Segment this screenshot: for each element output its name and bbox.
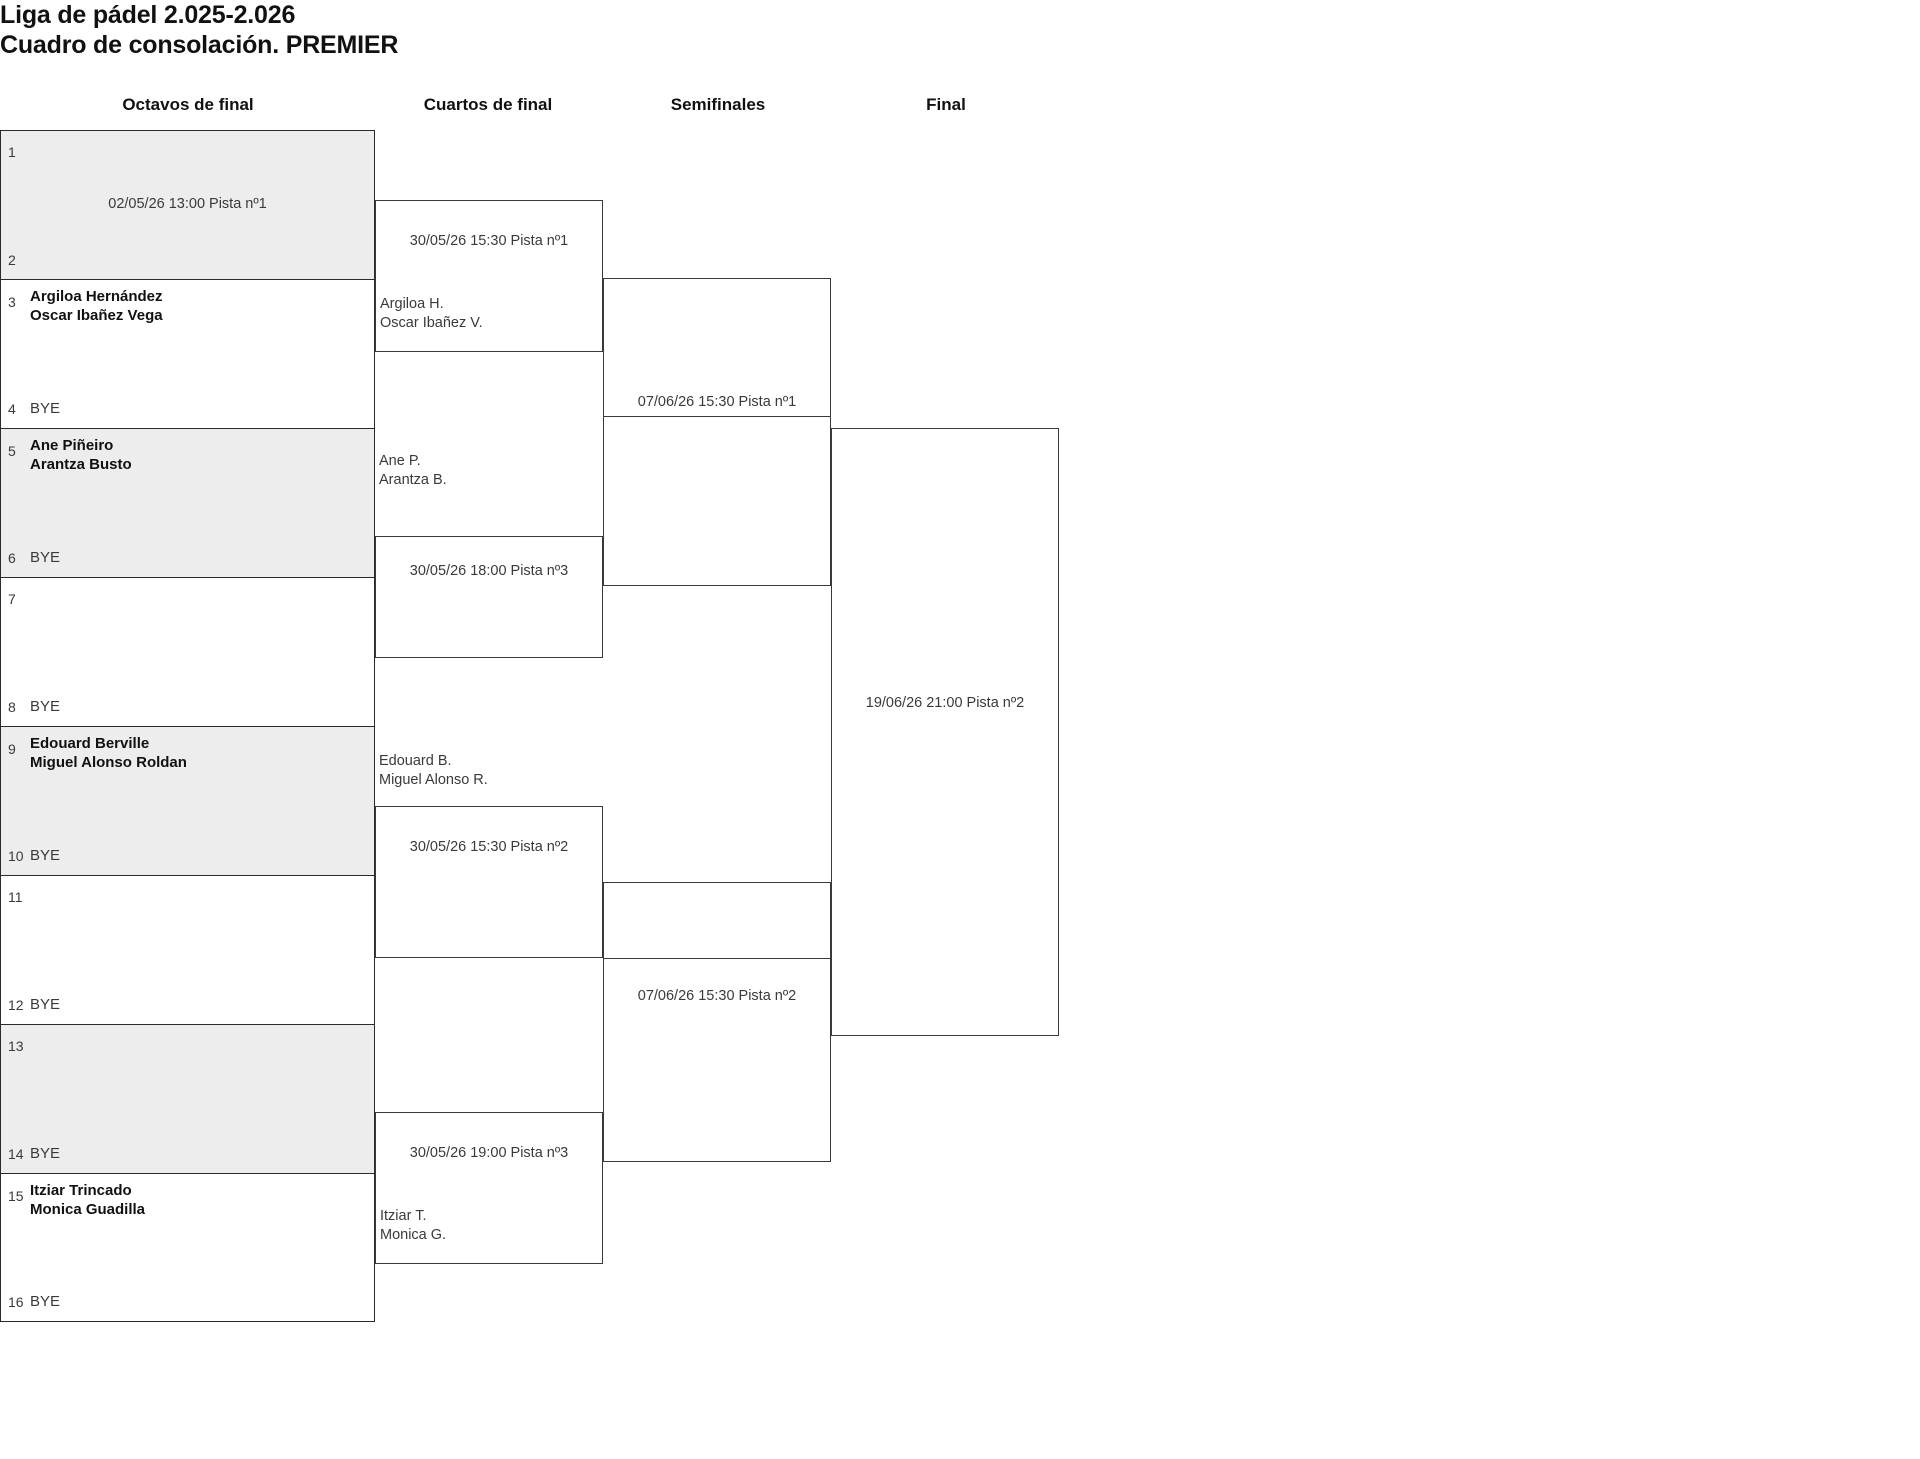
r16-band-4[interactable]: 7 8 BYE bbox=[0, 577, 375, 726]
r16-slot-1[interactable]: 1 bbox=[1, 139, 374, 161]
qf-winner-1: Argiloa H. Oscar Ibañez V. bbox=[380, 295, 483, 332]
qf-box-2[interactable]: 30/05/26 18:00 Pista nº3 bbox=[375, 536, 603, 658]
seed-number: 2 bbox=[8, 252, 16, 268]
r16-slot-7[interactable]: 7 bbox=[1, 586, 374, 608]
bye-label: BYE bbox=[30, 698, 61, 715]
sf-date-1: 07/06/26 15:30 Pista nº1 bbox=[637, 394, 797, 410]
r16-slot-10[interactable]: 10 BYE bbox=[1, 843, 374, 865]
r16-band-7[interactable]: 13 14 BYE bbox=[0, 1024, 375, 1173]
seed-number: 4 bbox=[8, 401, 16, 417]
seed-number: 5 bbox=[8, 443, 16, 459]
seed-number: 7 bbox=[8, 591, 16, 607]
bye-label: BYE bbox=[30, 996, 61, 1013]
qf-winner-3-line1: Edouard B. bbox=[379, 753, 452, 769]
qf-winner-1-line1: Argiloa H. bbox=[380, 296, 444, 312]
qf-connector-1 bbox=[603, 416, 831, 417]
r16-band-6[interactable]: 11 12 BYE bbox=[0, 875, 375, 1024]
seed-number: 6 bbox=[8, 550, 16, 566]
seed-number: 13 bbox=[8, 1038, 24, 1054]
seed-number: 10 bbox=[8, 848, 24, 864]
r16-slot-14[interactable]: 14 BYE bbox=[1, 1141, 374, 1163]
qf-winner-1-line2: Oscar Ibañez V. bbox=[380, 314, 483, 331]
r16-slot-2[interactable]: 2 bbox=[1, 247, 374, 269]
qf-winner-4: Itziar T. Monica G. bbox=[380, 1207, 446, 1244]
r16-slot-4[interactable]: 4 BYE bbox=[1, 396, 374, 418]
qf-date-3: 30/05/26 15:30 Pista nº2 bbox=[409, 839, 569, 855]
final-date: 19/06/26 21:00 Pista nº2 bbox=[865, 695, 1025, 711]
bye-label: BYE bbox=[30, 549, 61, 566]
title-line-2: Cuadro de consolación. PREMIER bbox=[0, 31, 399, 59]
title-line-1: Liga de pádel 2.025-2.026 bbox=[0, 1, 296, 29]
qf-box-3[interactable]: 30/05/26 15:30 Pista nº2 bbox=[375, 806, 603, 958]
seed-number: 11 bbox=[8, 889, 23, 905]
qf-winner-4-line1: Itziar T. bbox=[380, 1208, 427, 1224]
round-header-final: Final bbox=[926, 95, 966, 114]
seed-number: 16 bbox=[8, 1294, 24, 1310]
round-header-semifinales: Semifinales bbox=[670, 95, 766, 114]
bye-label: BYE bbox=[30, 1145, 61, 1162]
player-name: Argiloa Hernández bbox=[30, 288, 163, 305]
page-title: Liga de pádel 2.025-2.026 Cuadro de cons… bbox=[0, 0, 900, 60]
qf-winner-2: Ane P. Arantza B. bbox=[379, 452, 447, 489]
seed-number: 14 bbox=[8, 1146, 24, 1162]
qf-box-4[interactable]: 30/05/26 19:00 Pista nº3 Itziar T. Monic… bbox=[375, 1112, 603, 1264]
seed-number: 15 bbox=[8, 1188, 24, 1204]
player-name: Edouard Berville bbox=[30, 735, 150, 752]
qf-winner-2-line2: Arantza B. bbox=[379, 471, 447, 488]
player-name: Monica Guadilla bbox=[30, 1200, 146, 1218]
r16-slot-11[interactable]: 11 bbox=[1, 884, 374, 906]
r16-slot-12[interactable]: 12 BYE bbox=[1, 992, 374, 1014]
qf-winner-3: Edouard B. Miguel Alonso R. bbox=[379, 752, 488, 789]
r16-band-1[interactable]: 1 2 02/05/26 13:00 Pista nº1 bbox=[0, 130, 375, 279]
r16-slot-13[interactable]: 13 bbox=[1, 1033, 374, 1055]
bye-label: BYE bbox=[30, 1293, 61, 1310]
qf-date-4: 30/05/26 19:00 Pista nº3 bbox=[409, 1145, 569, 1161]
qf-date-1: 30/05/26 15:30 Pista nº1 bbox=[409, 233, 569, 249]
sf-box-1[interactable]: 07/06/26 15:30 Pista nº1 bbox=[603, 278, 831, 586]
seed-number: 12 bbox=[8, 997, 24, 1013]
final-box[interactable]: 19/06/26 21:00 Pista nº2 bbox=[831, 428, 1059, 1036]
seed-number: 3 bbox=[8, 294, 16, 310]
r16-slot-16[interactable]: 16 BYE bbox=[1, 1289, 374, 1311]
seed-number: 8 bbox=[8, 699, 16, 715]
player-name: Miguel Alonso Roldan bbox=[30, 753, 187, 771]
round-header-cuartos: Cuartos de final bbox=[423, 95, 553, 114]
seed-number: 1 bbox=[8, 144, 16, 160]
player-name: Itziar Trincado bbox=[30, 1182, 132, 1199]
r16-match-date: 02/05/26 13:00 Pista nº1 bbox=[108, 195, 267, 212]
qf-connector-3 bbox=[603, 958, 831, 959]
r16-slot-8[interactable]: 8 BYE bbox=[1, 694, 374, 716]
player-name: Oscar Ibañez Vega bbox=[30, 306, 163, 324]
sf-box-2[interactable]: 07/06/26 15:30 Pista nº2 bbox=[603, 882, 831, 1162]
player-name: Ane Piñeiro bbox=[30, 437, 114, 454]
qf-winner-3-line2: Miguel Alonso R. bbox=[379, 771, 488, 788]
bye-label: BYE bbox=[30, 400, 61, 417]
r16-slot-6[interactable]: 6 BYE bbox=[1, 545, 374, 567]
sf-date-2: 07/06/26 15:30 Pista nº2 bbox=[637, 988, 797, 1004]
qf-winner-2-line1: Ane P. bbox=[379, 453, 421, 469]
qf-winner-4-line2: Monica G. bbox=[380, 1226, 447, 1243]
seed-number: 9 bbox=[8, 741, 16, 757]
player-name: Arantza Busto bbox=[30, 455, 132, 473]
qf-date-2: 30/05/26 18:00 Pista nº3 bbox=[409, 563, 569, 579]
qf-box-1[interactable]: 30/05/26 15:30 Pista nº1 Argiloa H. Osca… bbox=[375, 200, 603, 352]
round-header-octavos: Octavos de final bbox=[122, 95, 254, 114]
bye-label: BYE bbox=[30, 847, 61, 864]
